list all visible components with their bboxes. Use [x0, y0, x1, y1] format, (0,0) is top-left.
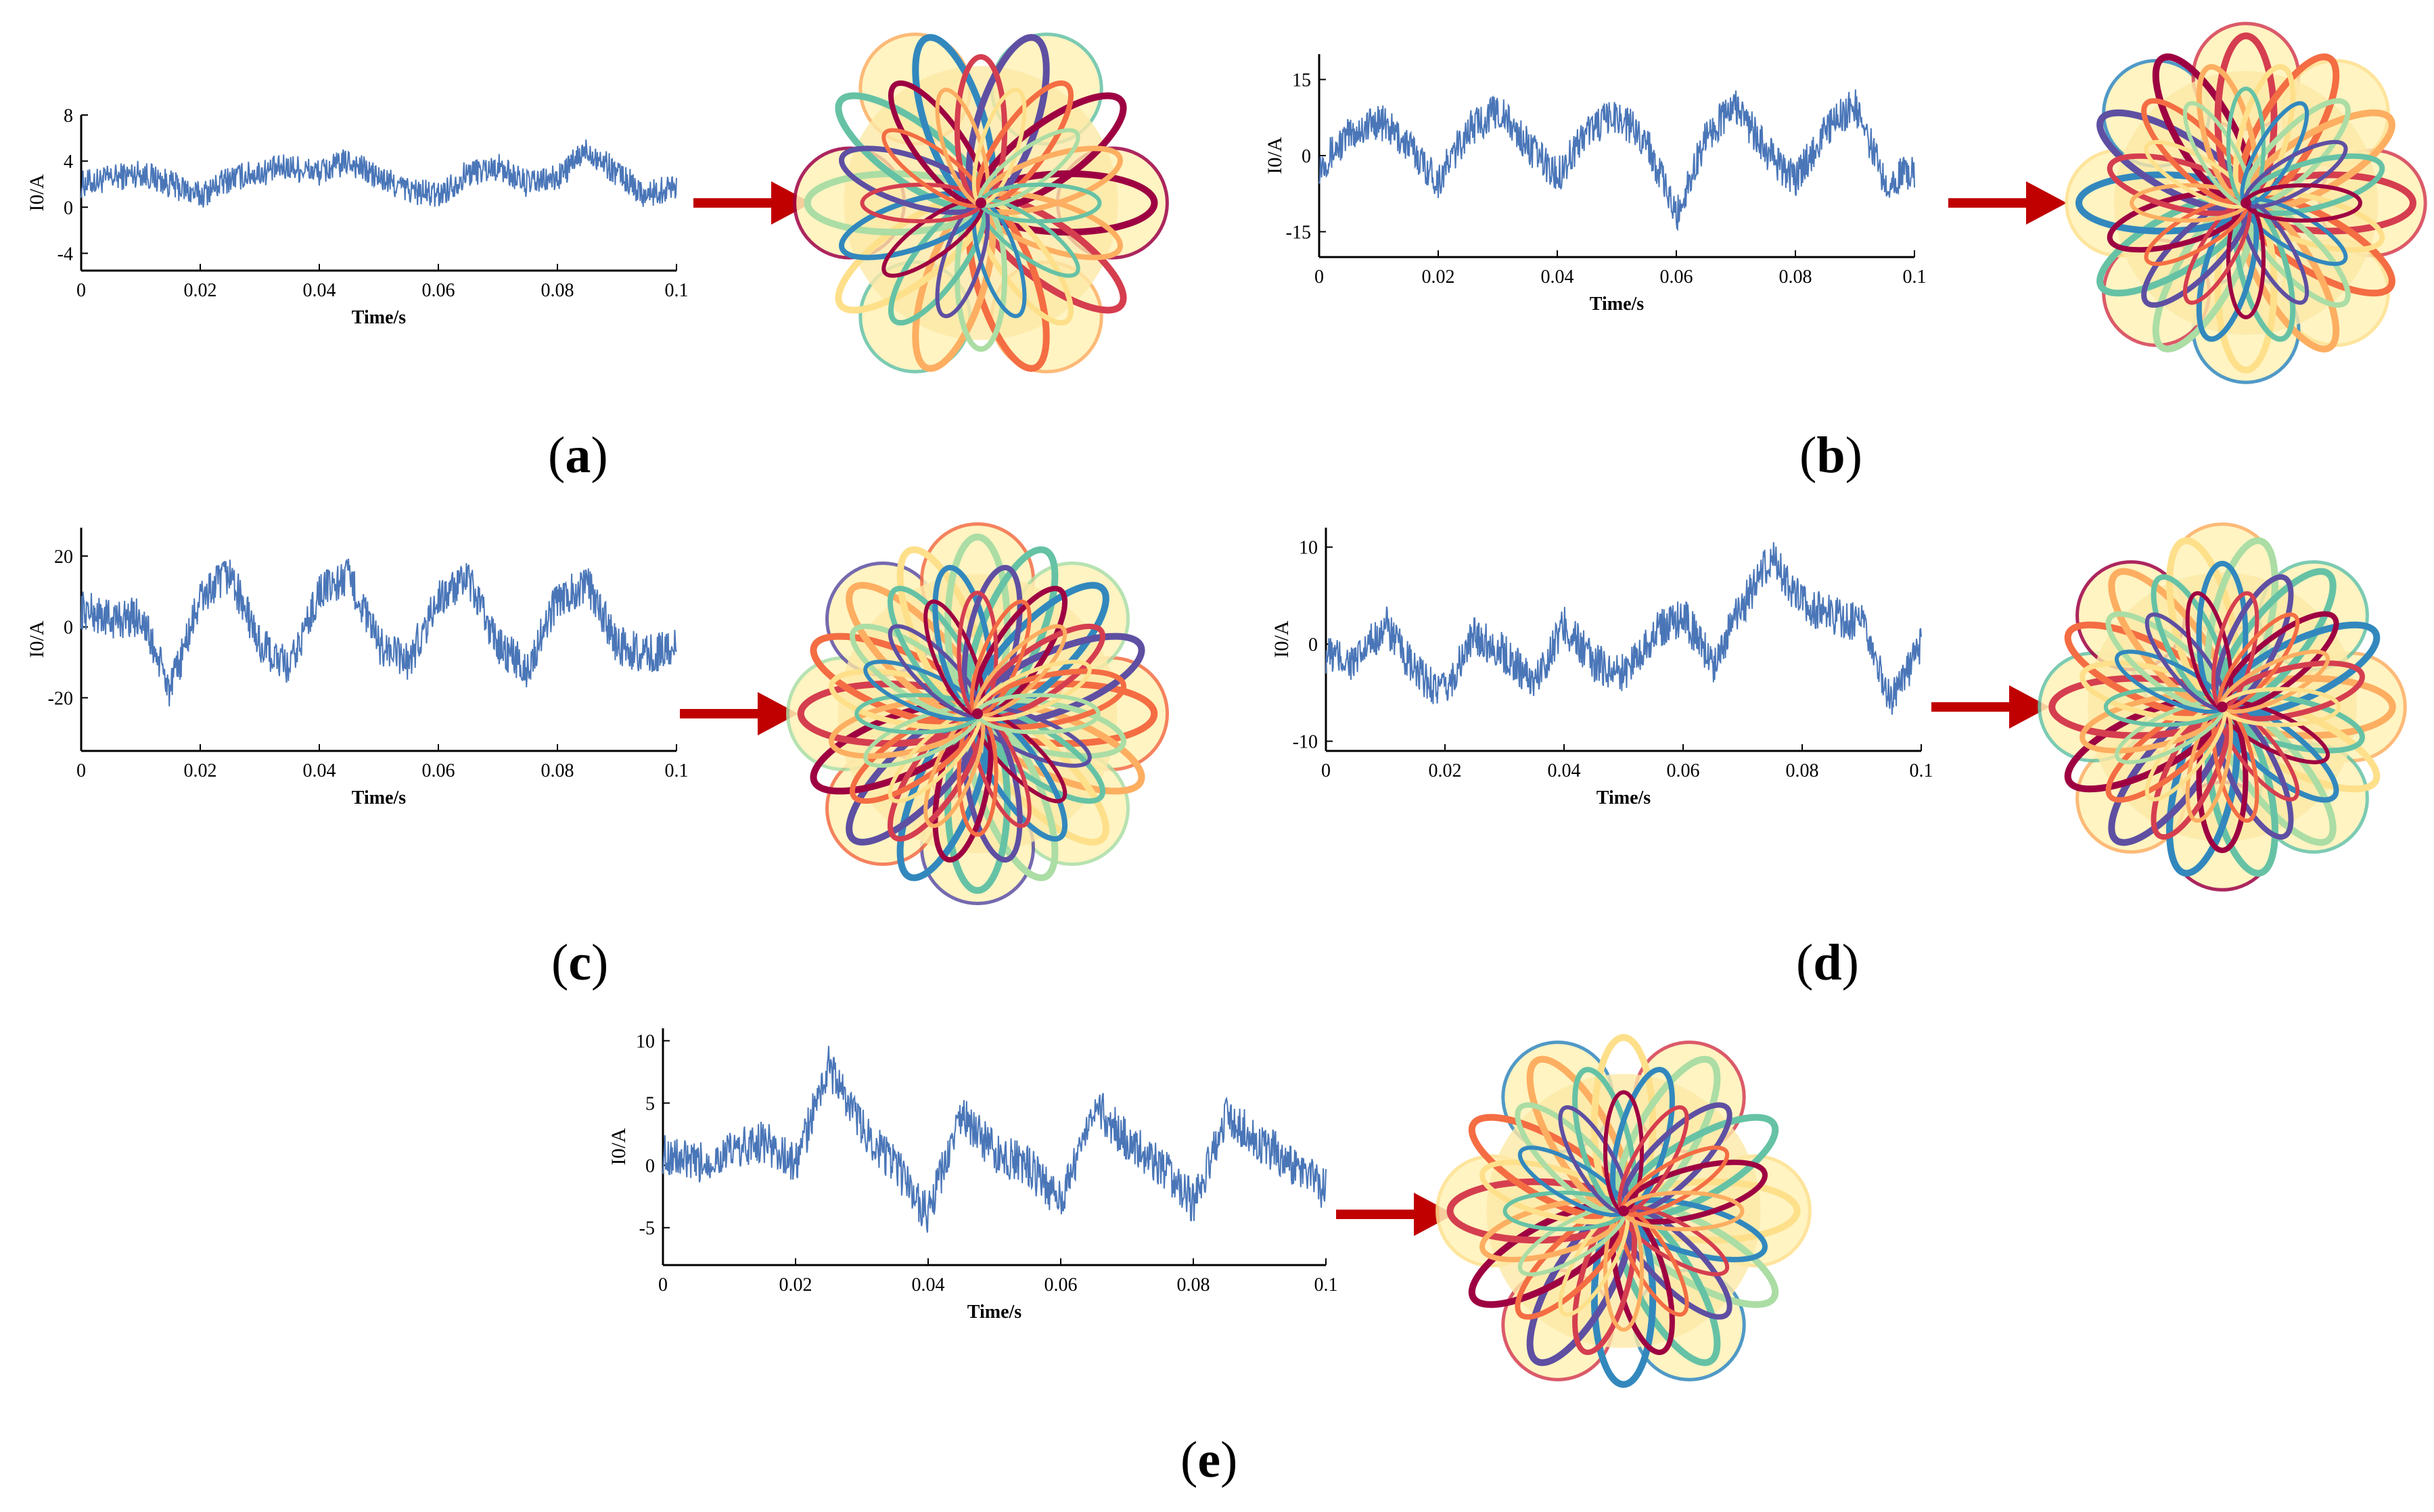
x-tick-label: 0: [76, 280, 86, 301]
y-axis-label: I0/A: [1272, 620, 1293, 658]
y-tick-label: 5: [645, 1094, 655, 1115]
y-tick-label: -4: [58, 244, 73, 265]
x-tick-label: 0.06: [422, 280, 455, 301]
rose-pattern: [793, 32, 1169, 373]
flower-image-e: [1436, 1034, 1812, 1388]
x-tick-label: 0.06: [1660, 267, 1693, 288]
x-tick-label: 0.02: [1422, 267, 1455, 288]
y-axis-label: I0/A: [1265, 137, 1286, 174]
x-tick-label: 0.08: [541, 760, 574, 781]
arrow-right-icon: [693, 181, 812, 225]
y-tick-label: 0: [1302, 146, 1311, 167]
x-tick-label: 0.1: [1314, 1275, 1338, 1296]
y-axis-label: I0/A: [27, 174, 48, 211]
y-tick-label: 8: [64, 106, 73, 127]
x-tick-label: 0.02: [779, 1275, 812, 1296]
rose-pattern: [1436, 1034, 1812, 1388]
x-tick-label: 0.04: [303, 760, 336, 781]
signal-line: [81, 139, 677, 208]
x-tick-label: 0.08: [1779, 267, 1812, 288]
y-tick-label: 0: [1308, 635, 1318, 656]
x-tick-label: 0.1: [1903, 267, 1927, 288]
rose-pattern: [2038, 522, 2407, 892]
x-axis-label: Time/s: [967, 1302, 1021, 1323]
y-tick-label: 10: [636, 1031, 655, 1052]
x-tick-label: 0.02: [184, 280, 217, 301]
y-tick-label: -5: [639, 1218, 655, 1239]
signal-line: [1318, 89, 1915, 231]
x-tick-label: 0: [658, 1275, 668, 1296]
x-axis-label: Time/s: [352, 307, 406, 328]
y-tick-label: 20: [54, 547, 73, 568]
y-tick-label: 0: [64, 198, 73, 219]
x-tick-label: 0.1: [665, 760, 689, 781]
x-tick-label: 0.04: [303, 280, 336, 301]
rose-pattern: [2065, 22, 2427, 384]
x-tick-label: 0.06: [1044, 1275, 1078, 1296]
x-tick-label: 0: [1321, 760, 1331, 781]
flower-image-b: [2065, 22, 2427, 384]
signal-line: [81, 558, 677, 707]
arrow-right-icon: [1931, 685, 2050, 729]
x-axis-label: Time/s: [1597, 787, 1651, 808]
flower-image-a: [793, 32, 1169, 373]
x-tick-label: 0: [1314, 267, 1324, 288]
x-tick-label: 0.04: [912, 1275, 945, 1296]
x-tick-label: 0.1: [1910, 760, 1933, 781]
y-tick-label: 4: [64, 152, 73, 173]
signal-line: [1325, 542, 1922, 715]
flower-image-c: [786, 522, 1169, 905]
x-axis-label: Time/s: [1590, 294, 1644, 315]
y-axis-label: I0/A: [609, 1128, 630, 1165]
y-tick-label: -15: [1286, 223, 1311, 244]
x-tick-label: 0.04: [1548, 760, 1581, 781]
x-tick-label: 0: [76, 760, 86, 781]
arrow-right-icon: [680, 692, 798, 735]
rose-pattern: [786, 522, 1169, 905]
y-axis-label: I0/A: [27, 620, 48, 658]
x-tick-label: 0.06: [1667, 760, 1700, 781]
arrow-right-icon: [1948, 181, 2067, 225]
caption-d: (d): [1796, 934, 1859, 991]
signal-line: [662, 1045, 1327, 1233]
y-tick-label: 15: [1292, 70, 1311, 91]
y-tick-label: -20: [48, 688, 73, 709]
x-tick-label: 0.06: [422, 760, 455, 781]
caption-a: (a): [548, 427, 608, 484]
x-tick-label: 0.08: [1177, 1275, 1210, 1296]
x-tick-label: 0.02: [184, 760, 217, 781]
flower-image-d: [2038, 522, 2407, 892]
x-tick-label: 0.08: [1786, 760, 1819, 781]
x-tick-label: 0.04: [1541, 267, 1574, 288]
y-tick-label: 0: [64, 618, 73, 639]
y-tick-label: -10: [1293, 732, 1318, 753]
y-tick-label: 10: [1299, 538, 1318, 559]
x-tick-label: 0.08: [541, 280, 574, 301]
x-axis-label: Time/s: [352, 787, 406, 808]
caption-c: (c): [551, 934, 609, 991]
arrow-right-icon: [1336, 1193, 1454, 1236]
y-tick-label: 0: [645, 1156, 655, 1177]
caption-e: (e): [1180, 1431, 1238, 1488]
caption-b: (b): [1799, 427, 1862, 484]
x-tick-label: 0.1: [665, 280, 689, 301]
x-tick-label: 0.02: [1429, 760, 1462, 781]
